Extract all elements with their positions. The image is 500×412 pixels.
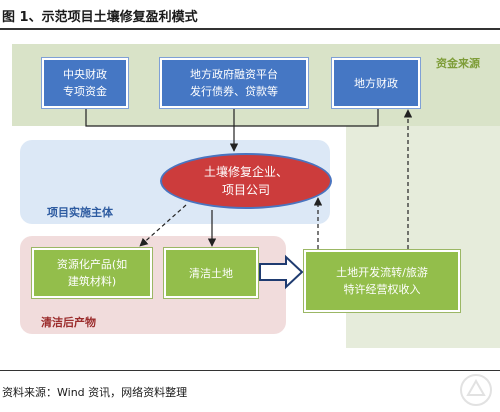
land-development-income-box: 土地开发流转/旅游 特许经营权收入 [304,250,460,312]
figure-title: 图 1、示范项目土壤修复盈利模式 [2,10,198,25]
resource-products-box: 资源化产品(如 建筑材料) [32,248,152,298]
funding-source-label: 资金来源 [436,57,480,70]
implementation-entity-label: 项目实施主体 [47,206,113,219]
local-government-financing-box: 地方政府融资平台 发行债券、贷款等 [160,58,308,108]
clean-land-box: 清洁土地 [164,248,258,298]
clean-land-to-income-arrow [259,254,304,290]
top-rule [0,28,500,30]
remediation-company-ellipse: 土壤修复企业、 项目公司 [160,153,332,209]
logo-watermark-icon [460,374,492,406]
source-note: 资料来源：Wind 资讯，网络资料整理 [2,386,188,399]
post-remediation-products-label: 清洁后产物 [41,316,96,329]
central-special-fund-box: 中央财政 专项资金 [42,58,128,108]
bottom-rule [0,370,500,371]
company-to-resource-arrow [139,204,187,247]
local-finance-box: 地方财政 [332,58,420,108]
funding-bracket-line [85,108,379,127]
